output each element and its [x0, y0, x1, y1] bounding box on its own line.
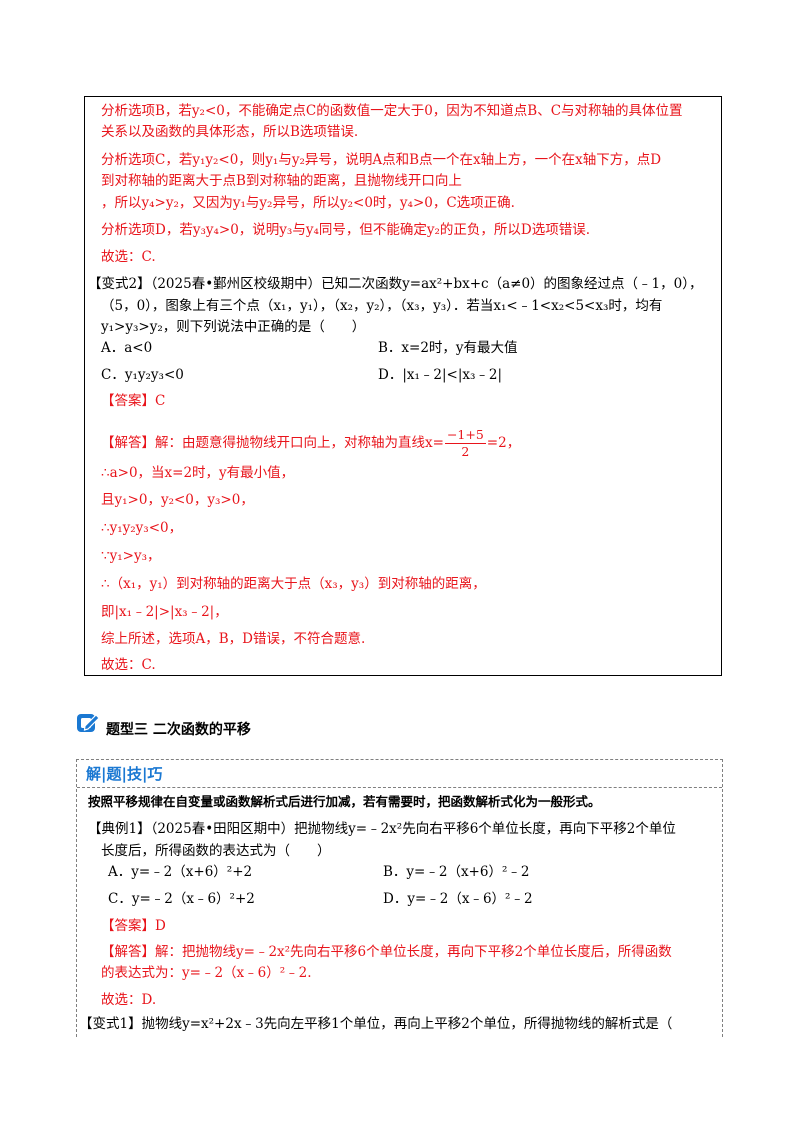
ex-option-a: A．y=﹣2（x+6）²+2 [108, 864, 253, 880]
option-c: C．y₁y₂y₃<0 [101, 367, 184, 383]
analysis-c-line2: 到对称轴的距离大于点B到对称轴的距离，且抛物线开口向上 [101, 173, 462, 189]
tips-text: 按照平移规律在自变量或函数解析式后进行加减，若有需要时，把函数解析式化为一般形式… [88, 794, 601, 809]
tips-divider [77, 787, 722, 788]
variant2-line2: （5，0），图象上有三个点（x₁，y₁），（x₂，y₂），（x₃，y₃）．若当x… [101, 298, 663, 314]
solution-line3: 且y₁>0，y₂<0，y₃>0， [101, 492, 254, 508]
section-title: 题型三 二次函数的平移 [106, 722, 251, 738]
analysis-c-line1: 分析选项C，若y₁y₂<0，则y₁与y₂异号，说明A点和B点一个在x轴上方，一个… [101, 152, 662, 168]
ex-option-d: D．y=﹣2（x﹣6）²﹣2 [383, 891, 533, 907]
ex-solution-line2: 的表达式为：y=﹣2（x﹣6）²﹣2. [101, 965, 312, 981]
solution-line4: ∴y₁y₂y₃<0， [101, 520, 183, 536]
variant2-line1: 【变式2】（2025春•鄞州区校级期中）已知二次函数y=ax²+bx+c（a≠0… [88, 276, 703, 292]
ex-option-b: B．y=﹣2（x+6）²﹣2 [383, 864, 530, 880]
example1-line1: 【典例1】（2025春•田阳区期中）把抛物线y=﹣2x²先向右平移6个单位长度，… [88, 821, 676, 837]
option-a: A．a<0 [101, 340, 153, 356]
pencil-icon [77, 714, 100, 732]
analysis-b-line2: 关系以及函数的具体形态，所以B选项错误. [101, 124, 359, 140]
ex-solution-line1: 【解答】解：把抛物线y=﹣2x²先向右平移6个单位长度，再向下平移2个单位长度后… [101, 944, 672, 960]
option-b: B．x=2时，y有最大值 [378, 340, 518, 356]
analysis-c-line3: ，所以y₄>y₂，又因为y₁与y₂异号，所以y₂<0时，y₄>0，C选项正确. [101, 195, 515, 211]
ex-choose-d: 故选：D. [101, 992, 157, 1008]
tips-box [76, 759, 723, 1037]
option-d: D．|x₁﹣2|<|x₃﹣2| [378, 367, 503, 383]
solution-line6: ∴（x₁，y₁）到对称轴的距离大于点（x₃，y₃）到对称轴的距离， [101, 576, 486, 592]
analysis-b-line1: 分析选项B，若y₂<0，不能确定点C的函数值一定大于0，因为不知道点B、C与对称… [101, 103, 683, 119]
solution-line8: 综上所述，选项A，B，D错误，不符合题意. [101, 631, 366, 647]
solution-line9: 故选：C. [101, 657, 156, 673]
solution-box [84, 96, 722, 676]
variant1-line: 【变式1】抛物线y=x²+2x﹣3先向左平移1个单位，再向上平移2个单位，所得抛… [79, 1016, 673, 1032]
answer-label: 【答案】C [101, 393, 166, 409]
variant2-line3: y₁>y₃>y₂，则下列说法中正确的是（ ） [101, 319, 366, 335]
solution-line7: 即|x₁﹣2|>|x₃﹣2|， [101, 604, 228, 620]
solution-line2: ∴a>0，当x=2时，y有最小值， [101, 465, 295, 481]
tips-label: 解|题|技|巧 [86, 765, 163, 783]
choose-c: 故选：C. [101, 249, 156, 265]
ex-option-c: C．y=﹣2（x﹣6）²+2 [108, 891, 255, 907]
solution-line5: ∵y₁>y₃， [101, 548, 161, 564]
example1-line2: 长度后，所得函数的表达式为（ ） [101, 843, 331, 859]
ex-answer: 【答案】D [101, 918, 166, 934]
analysis-d-line: 分析选项D，若y₃y₄>0，说明y₃与y₄同号，但不能确定y₂的正负，所以D选项… [101, 222, 591, 238]
